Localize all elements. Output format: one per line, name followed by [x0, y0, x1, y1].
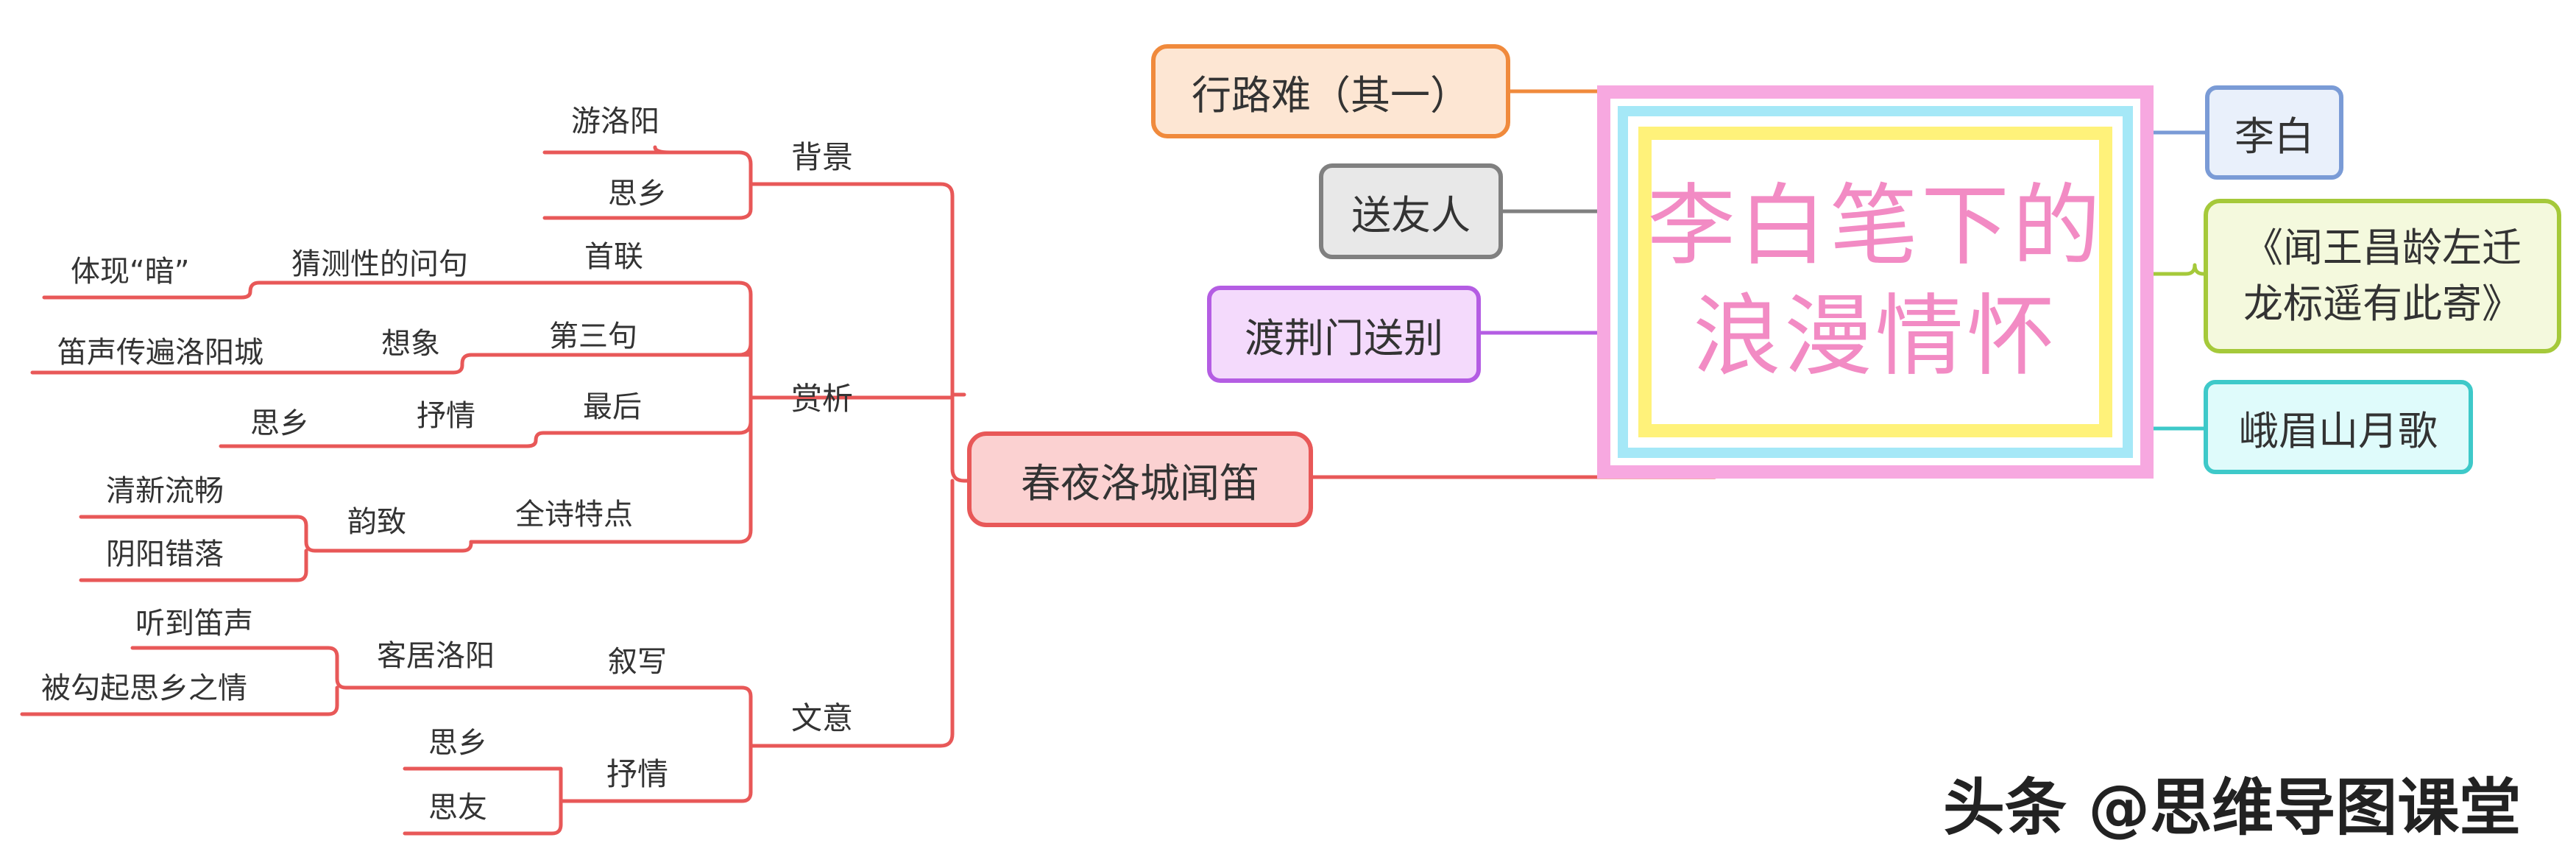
branch-meaning-label: 文意: [791, 700, 853, 736]
leaf-you-luoyang: 游洛阳: [571, 105, 659, 138]
topic-emei-label: 峨眉山月歌: [2239, 407, 2438, 454]
topic-xinglunan[interactable]: 行路难（其一）: [1151, 44, 1510, 138]
topic-dujingmen[interactable]: 渡荆门送别: [1207, 286, 1481, 383]
central-topic-ring: 李白笔下的 浪漫情怀: [1618, 106, 2133, 458]
leaf-dishengchuanbian: 笛声传遍洛阳城: [57, 336, 263, 370]
central-topic[interactable]: 李白笔下的 浪漫情怀: [1597, 85, 2154, 479]
node-quanshi-tedian: 全诗特点: [515, 498, 633, 532]
connector-wenwang: [2151, 263, 2210, 276]
topic-dujingmen-label: 渡荆门送别: [1245, 314, 1443, 362]
topic-libai[interactable]: 李白: [2205, 85, 2343, 180]
node-xiangxiang: 想象: [381, 327, 440, 361]
topic-wenwang-line-1: 《闻王昌龄左迁: [2243, 225, 2522, 271]
node-keju-luoyang: 客居洛阳: [377, 639, 495, 673]
node-disanju: 第三句: [549, 320, 637, 353]
leaf-goulqi-sixiang: 被勾起思乡之情: [41, 671, 247, 705]
leaf-sixiang-1: 思乡: [608, 177, 667, 211]
topic-chunye-label: 春夜洛城闻笛: [1021, 459, 1259, 507]
leaf-qingxin-liuchang: 清新流畅: [106, 474, 224, 508]
node-caice-wenju: 猜测性的问句: [291, 247, 468, 281]
topic-songyouren[interactable]: 送友人: [1319, 163, 1503, 259]
central-topic-inner: 李白笔下的 浪漫情怀: [1638, 127, 2112, 437]
node-shuqing-1: 抒情: [417, 399, 475, 433]
topic-emei[interactable]: 峨眉山月歌: [2204, 380, 2473, 474]
node-xuxie: 叙写: [608, 645, 667, 679]
connector-trunk: [749, 182, 972, 748]
node-shuqing-2: 抒情: [606, 756, 668, 792]
node-zuihou: 最后: [583, 390, 642, 424]
watermark: 头条 @思维导图课堂: [1943, 771, 2522, 844]
branch-appreciation-label: 赏析: [791, 381, 853, 417]
branch-background-label: 背景: [791, 139, 853, 175]
central-title-line-1: 李白笔下的: [1647, 175, 2103, 278]
topic-libai-label: 李白: [2234, 113, 2314, 160]
topic-chunye[interactable]: 春夜洛城闻笛: [967, 431, 1313, 527]
leaf-yinyang-cuoluo: 阴阳错落: [106, 537, 224, 571]
leaf-sixiang-2: 思乡: [250, 406, 309, 440]
central-title-line-2: 浪漫情怀: [1693, 286, 2058, 388]
topic-wenwang[interactable]: 《闻王昌龄左迁 龙标遥有此寄》: [2204, 199, 2561, 353]
leaf-tingdao-disheng: 听到笛声: [135, 607, 253, 641]
leaf-sixiang-3: 思乡: [428, 726, 487, 760]
leaf-siyou: 思友: [428, 791, 487, 825]
topic-wenwang-line-2: 龙标遥有此寄》: [2243, 281, 2522, 327]
topic-xinglunan-label: 行路难（其一）: [1192, 71, 1470, 119]
node-yunzhi: 韵致: [347, 505, 406, 539]
leaf-tixian-an: 体现“暗”: [71, 255, 189, 289]
node-shoulian: 首联: [584, 240, 643, 274]
topic-songyouren-label: 送友人: [1351, 191, 1471, 239]
